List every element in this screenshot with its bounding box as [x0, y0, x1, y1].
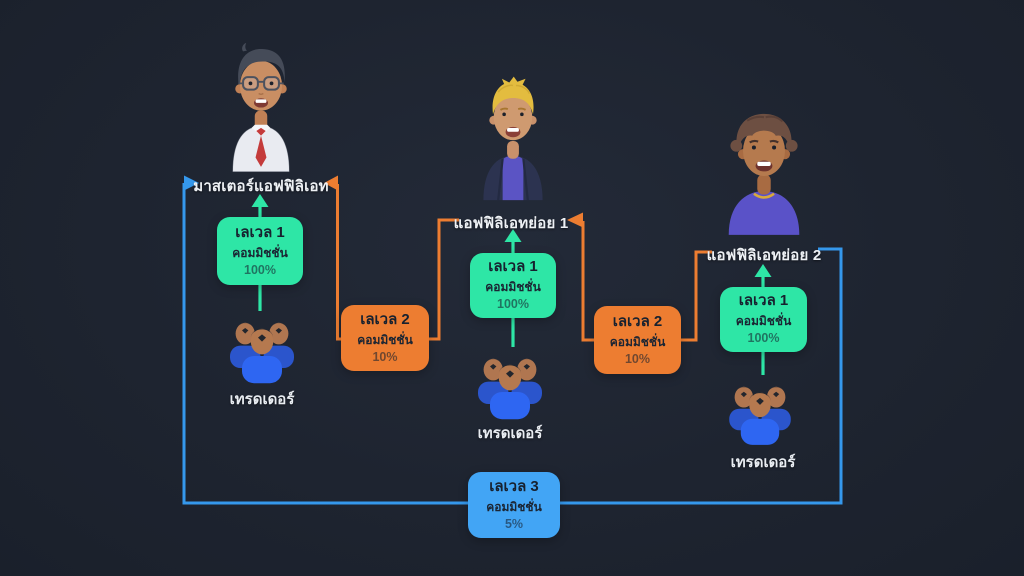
traders-label-sub1: เทรดเดอร์	[477, 425, 543, 442]
sub1-avatar	[483, 76, 543, 201]
box-title: เลเวล 1	[488, 258, 538, 276]
sub-affiliate-1-label: แอฟฟิลิเอทย่อย 1	[453, 215, 569, 232]
box-title: เลเวล 1	[738, 292, 789, 310]
connector-level3-blue	[182, 175, 843, 505]
commission-box-level2-sub2-to-sub1: เลเวล 2 คอมมิชชั่น 10%	[594, 306, 681, 374]
traders-group-1-icon	[230, 322, 294, 384]
master-affiliate-label: มาสเตอร์แอฟฟิลิเอท	[193, 178, 329, 195]
box-subtitle: คอมมิชชั่น	[232, 245, 288, 260]
traders-group-3-icon	[729, 386, 791, 445]
box-title: เลเวล 2	[612, 312, 663, 330]
box-subtitle: คอมมิชชั่น	[609, 334, 666, 349]
master-avatar	[232, 42, 290, 172]
sub-affiliate-2-label: แอฟฟิลิเอทย่อย 2	[706, 247, 822, 264]
traders-label-master: เทรดเดอร์	[229, 391, 295, 408]
commission-box-level1-sub1: เลเวล 1 คอมมิชชั่น 100%	[470, 253, 556, 318]
box-value: 10%	[624, 351, 651, 366]
green-up-arrow-master-icon	[251, 194, 269, 207]
box-subtitle: คอมมิชชั่น	[357, 332, 413, 347]
sub2-avatar	[728, 113, 800, 235]
blue-arrow-into-master-icon	[184, 175, 199, 191]
box-value: 100%	[497, 297, 529, 312]
box-title: เลเวล 3	[489, 477, 539, 495]
box-value: 100%	[747, 331, 780, 346]
box-subtitle: คอมมิชชั่น	[735, 314, 792, 329]
box-value: 5%	[504, 516, 524, 531]
orange-arrow-into-master-icon	[324, 175, 338, 191]
traders-group-2-icon	[478, 358, 542, 420]
commission-box-level1-sub2: เลเวล 1 คอมมิชชั่น 100%	[720, 287, 807, 352]
connector-level1-sub2	[754, 264, 772, 375]
box-value: 10%	[372, 349, 398, 364]
connector-level1-sub1	[504, 229, 522, 347]
box-subtitle: คอมมิชชั่น	[485, 280, 541, 295]
connector-level2-sub1-to-master	[324, 175, 459, 341]
box-value: 100%	[244, 262, 276, 277]
green-up-arrow-sub1-icon	[504, 229, 522, 242]
traders-label-sub2: เทรดเดอร์	[730, 454, 796, 471]
green-up-arrow-sub2-icon	[754, 264, 772, 277]
box-subtitle: คอมมิชชั่น	[486, 499, 542, 514]
connector-level2-sub2-to-sub1	[567, 212, 712, 342]
box-title: เลเวล 2	[360, 310, 410, 328]
box-title: เลเวล 1	[235, 223, 285, 241]
connector-level1-master	[251, 194, 269, 311]
commission-box-level1-master: เลเวล 1 คอมมิชชั่น 100%	[217, 217, 303, 285]
commission-box-level3-sub2-to-master: เลเวล 3 คอมมิชชั่น 5%	[468, 472, 560, 538]
orange-arrow-into-sub1-icon	[567, 212, 583, 228]
commission-box-level2-sub1-to-master: เลเวล 2 คอมมิชชั่น 10%	[341, 305, 429, 371]
